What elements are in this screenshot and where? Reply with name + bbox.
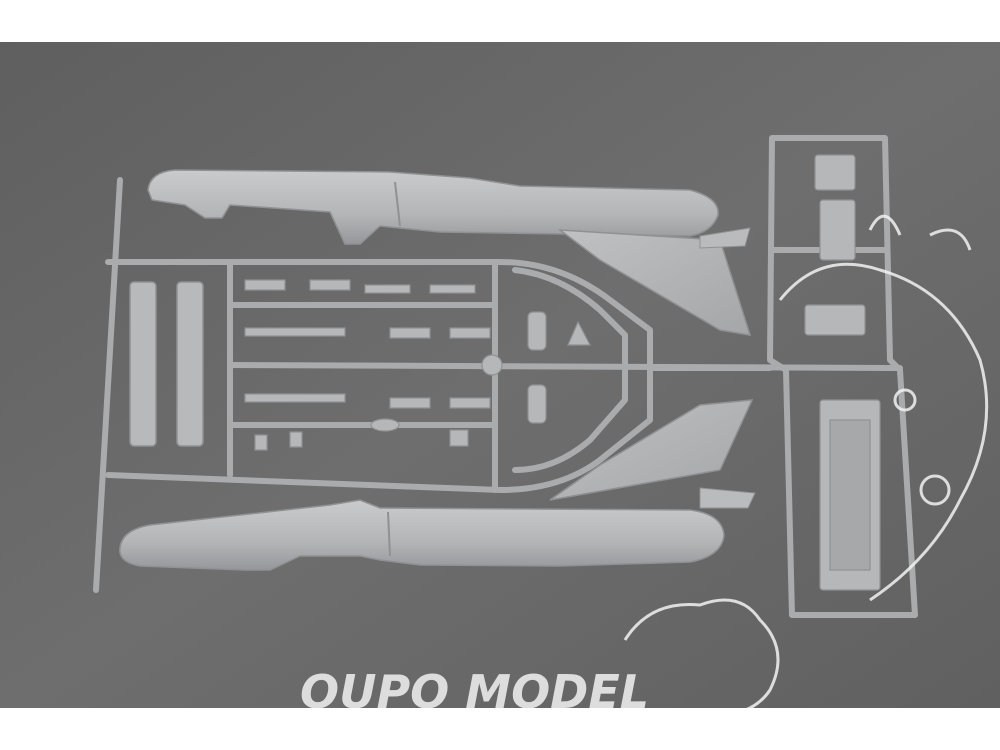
- seat-parts: [804, 154, 881, 591]
- white-frame-bottom: [0, 708, 1000, 750]
- rail-parts: [129, 281, 204, 447]
- watermark-logo: [623, 214, 989, 718]
- lower-fuselage-part: [119, 399, 756, 571]
- main-sprue-frame: [93, 177, 903, 593]
- gray-mat-background: [0, 42, 1000, 708]
- upper-fuselage-part: [147, 169, 752, 336]
- small-parts: [244, 279, 591, 451]
